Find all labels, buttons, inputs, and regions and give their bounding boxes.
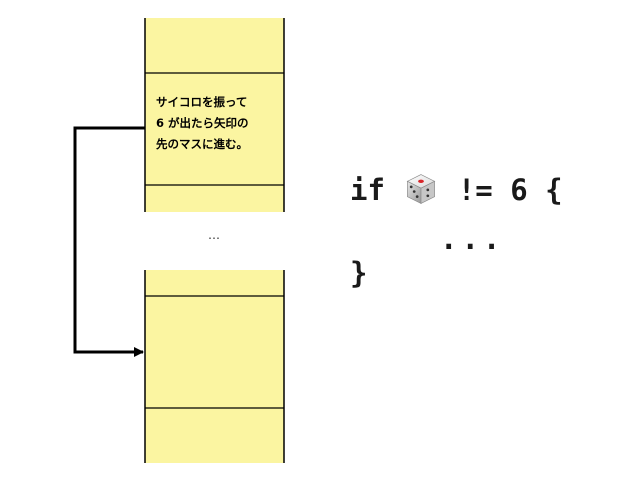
code-line-close: } [350, 256, 368, 290]
instruction-line-2: 6 が出たら矢印の [156, 116, 249, 130]
lower-board-column [144, 270, 285, 463]
lower-cell-top [145, 270, 284, 296]
dice-icon [407, 174, 436, 205]
upper-board-column [144, 18, 285, 212]
code-line-body: ... [440, 222, 505, 256]
upper-cell-instruction [145, 73, 284, 185]
lower-cell-target [145, 296, 284, 408]
gap-ellipsis: … [208, 228, 220, 242]
instruction-line-1: サイコロを振って [156, 95, 248, 109]
code-condition: != 6 { [440, 173, 563, 207]
instruction-text: サイコロを振って 6 が出たら矢印の 先のマスに進む。 [146, 92, 282, 155]
upper-cell-bottom [145, 185, 284, 212]
lower-cell-bottom [145, 408, 284, 463]
upper-cell-top [145, 18, 284, 73]
code-keyword-if: if [350, 173, 403, 207]
jump-arrow [73, 126, 145, 357]
code-line-if: if != 6 { [350, 172, 563, 207]
instruction-line-3: 先のマスに進む。 [156, 137, 248, 151]
